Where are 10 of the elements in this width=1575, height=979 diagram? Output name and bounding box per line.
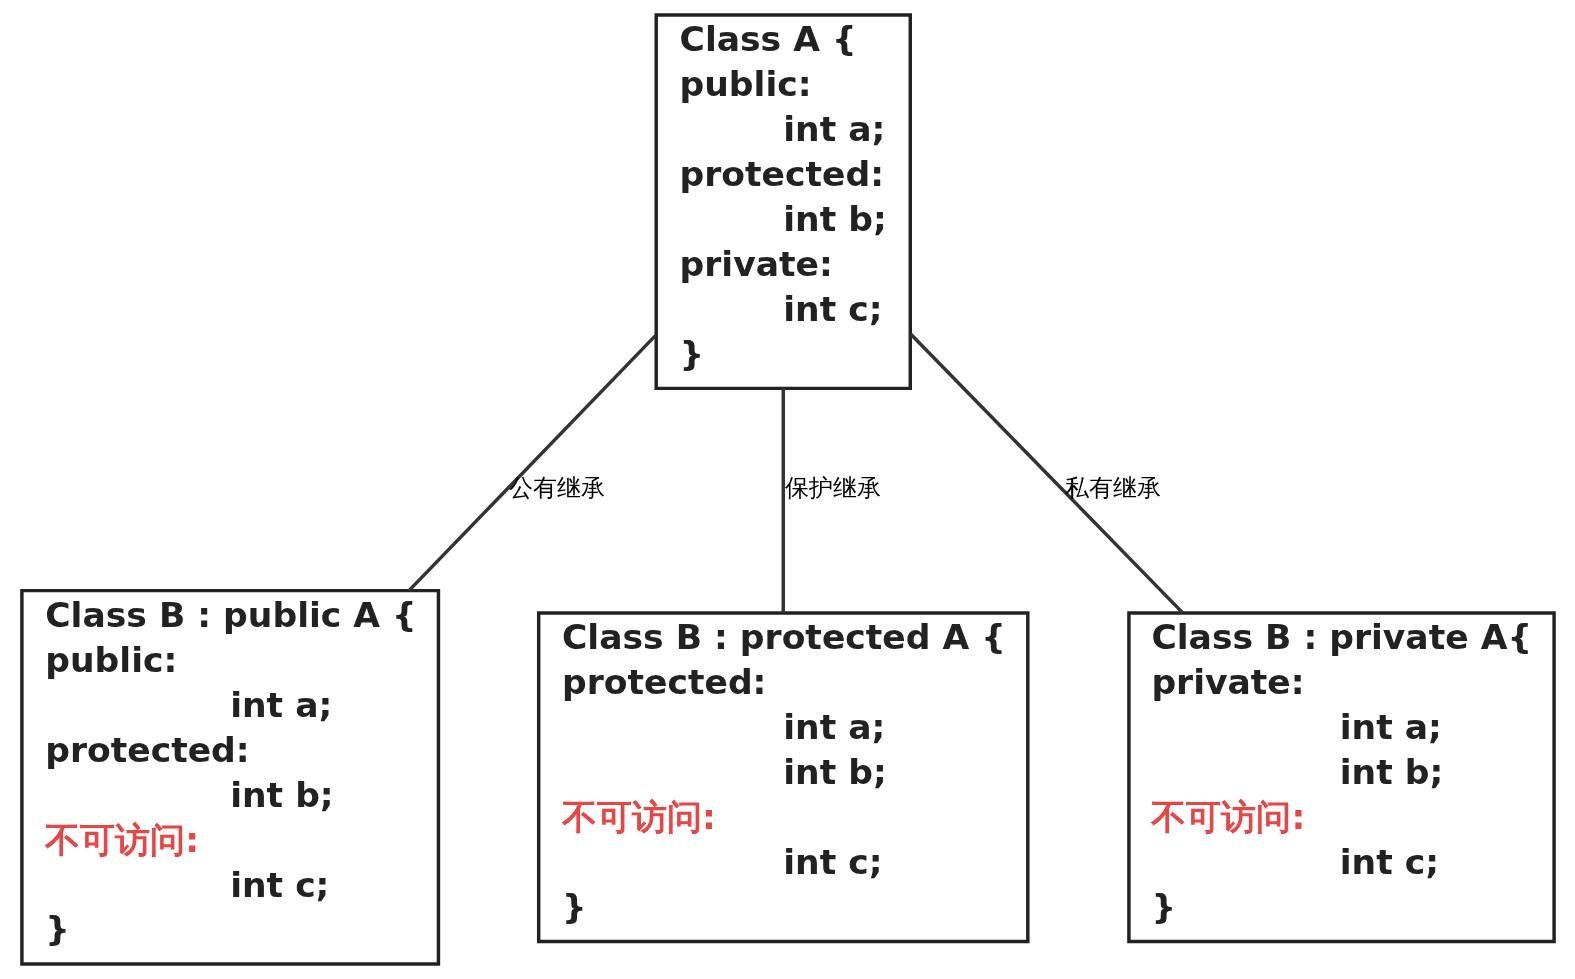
edge-label: 公有继承: [508, 473, 605, 502]
connector: [908, 332, 1184, 615]
node-box: Class B : private A{ private: int a; int b; 不可访问: int c; }: [1126, 611, 1556, 944]
connector: [407, 334, 657, 592]
node-box: Class B : protected A { protected: int a; int b; 不可访问: int c; }: [536, 611, 1030, 944]
connector: [781, 388, 785, 613]
edge-label: 私有继承: [1064, 473, 1161, 502]
edge-label: 保护继承: [784, 473, 881, 502]
node-box: Class A { public: int a; protected: int b; private: int c; }: [654, 13, 912, 391]
node-box: Class B : public A { public: int a; protected: int b; 不可访问: int c; }: [19, 588, 440, 966]
